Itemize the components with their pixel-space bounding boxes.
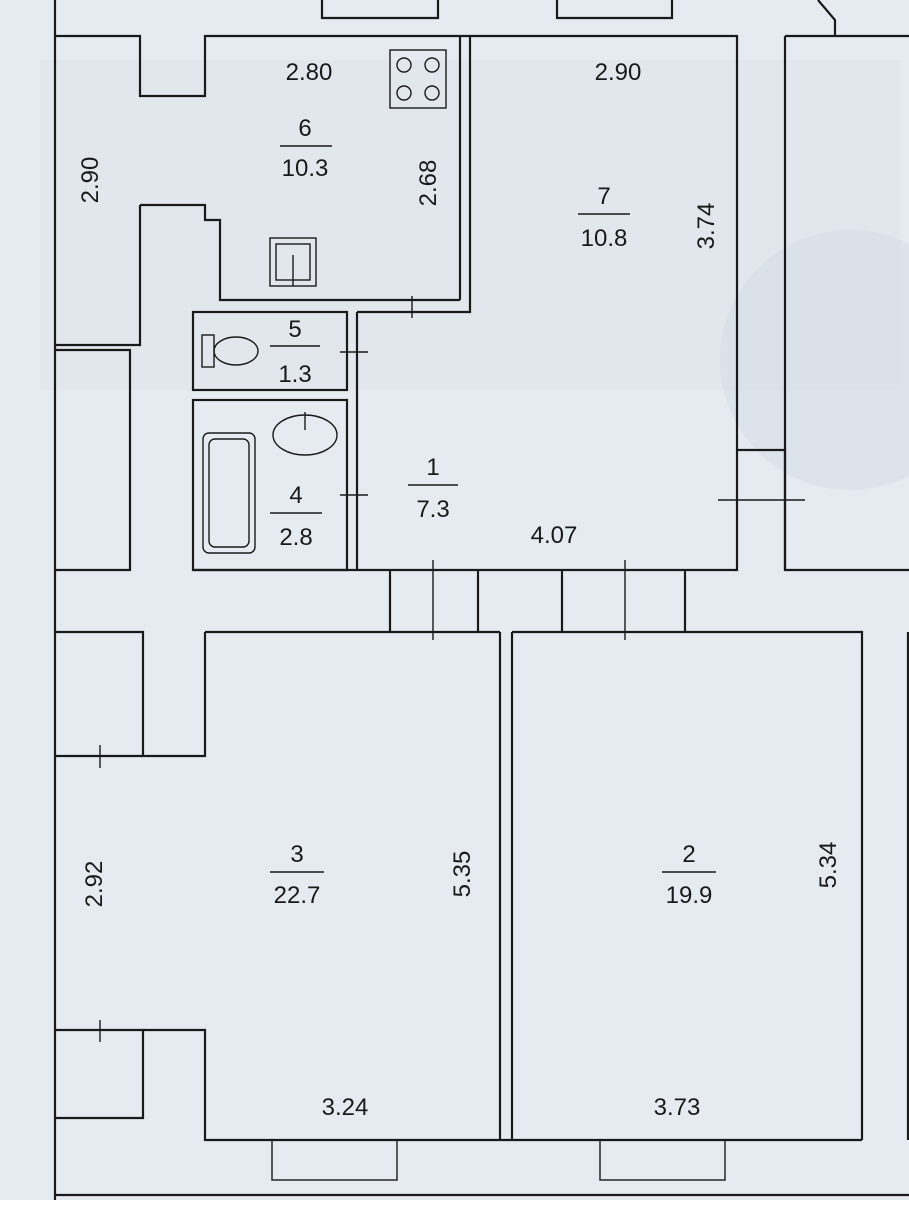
dimension-room7-width: 2.90 bbox=[595, 59, 642, 86]
walls bbox=[53, 0, 909, 1200]
room-number: 4 bbox=[289, 482, 302, 509]
room-area: 7.3 bbox=[416, 496, 449, 523]
stove-icon bbox=[389, 49, 447, 109]
dimension-kitchen-depth: 2.90 bbox=[77, 157, 104, 204]
room-area: 2.8 bbox=[279, 524, 312, 551]
dimension-room2-width: 3.73 bbox=[654, 1094, 701, 1121]
room-6-label: 6 10.3 bbox=[280, 115, 332, 182]
dimension-room3-depth-right: 5.35 bbox=[449, 851, 476, 898]
room-number: 7 bbox=[597, 183, 610, 210]
washbasin-icon bbox=[272, 412, 338, 456]
room-1-label: 1 7.3 bbox=[408, 454, 458, 523]
room-7-label: 7 10.8 bbox=[578, 183, 630, 252]
sink-icon bbox=[269, 237, 317, 287]
dimension-kitchen-width: 2.80 bbox=[286, 59, 333, 86]
room-2-label: 2 19.9 bbox=[662, 841, 716, 909]
room-area: 1.3 bbox=[278, 361, 311, 388]
room-area: 10.8 bbox=[581, 225, 628, 252]
room-4-label: 4 2.8 bbox=[270, 482, 322, 551]
bathtub-icon bbox=[202, 432, 256, 554]
dimension-hall-length: 4.07 bbox=[531, 522, 578, 549]
dimension-kitchen-partition: 2.68 bbox=[415, 160, 442, 207]
room-number: 2 bbox=[682, 841, 695, 868]
dimension-room3-width: 3.24 bbox=[322, 1094, 369, 1121]
room-5-label: 5 1.3 bbox=[270, 316, 320, 388]
room-number: 6 bbox=[298, 115, 311, 142]
door-marks bbox=[99, 296, 805, 1042]
seal-shadow bbox=[720, 230, 909, 490]
dimension-room7-depth: 3.74 bbox=[693, 203, 720, 250]
room-area: 10.3 bbox=[282, 155, 329, 182]
dimension-room2-depth: 5.34 bbox=[815, 842, 842, 889]
room-area: 19.9 bbox=[666, 882, 713, 909]
room-number: 1 bbox=[426, 454, 439, 481]
dimension-room3-depth-left: 2.92 bbox=[81, 861, 108, 908]
toilet-icon bbox=[201, 334, 259, 368]
room-number: 3 bbox=[290, 841, 303, 868]
room-number: 5 bbox=[288, 316, 301, 343]
room-3-label: 3 22.7 bbox=[270, 841, 324, 909]
room-area: 22.7 bbox=[274, 882, 321, 909]
dimensions: 2.80 2.90 2.68 2.90 3.74 4.07 2.92 5.35 … bbox=[77, 59, 842, 1121]
